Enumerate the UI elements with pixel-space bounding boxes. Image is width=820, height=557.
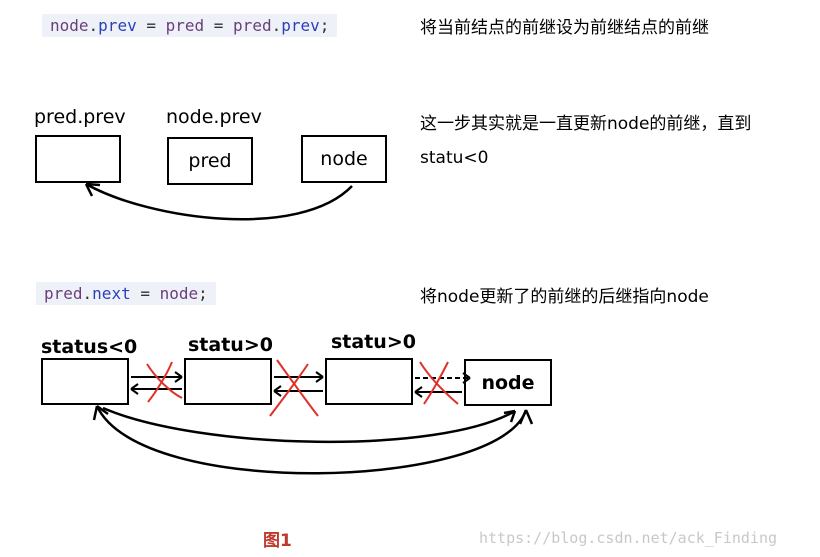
code-token: node xyxy=(50,16,89,35)
label-status-lt-0: status<0 xyxy=(41,336,138,358)
cross-2 xyxy=(269,359,319,417)
code-snippet-1: node.prev = pred = pred.prev; xyxy=(42,14,338,37)
note-2-line-2: statu<0 xyxy=(420,148,489,168)
code-token: . xyxy=(82,284,93,303)
curve-arrow-top xyxy=(85,182,353,221)
code-token: next xyxy=(92,284,131,303)
code-snippet-2: pred.next = node; xyxy=(36,282,216,305)
code-token: ; xyxy=(198,284,208,303)
note-3: 将node更新了的前继的后继指向node xyxy=(420,287,709,307)
code-token: = xyxy=(130,284,160,303)
label-statu-gt-0-a: statu>0 xyxy=(188,334,273,356)
box-statu-gt-0-b xyxy=(325,358,413,405)
code-token: prev xyxy=(281,16,320,35)
code-token: pred xyxy=(44,284,83,303)
note-1: 将当前结点的前继设为前继结点的前继 xyxy=(420,18,709,38)
code-token: prev xyxy=(98,16,137,35)
arrowhead-bottom-outer xyxy=(92,404,109,421)
box-status-lt-0 xyxy=(41,358,129,405)
code-token: ; xyxy=(319,16,330,35)
arrowhead-top xyxy=(84,182,101,197)
box-node-bottom: node xyxy=(464,359,552,406)
note-2-line-1: 这一步其实就是一直更新node的前继，直到 xyxy=(420,114,752,134)
code-token: node xyxy=(159,284,199,303)
code-token: . xyxy=(88,16,99,35)
curve-arrow-bottom-inner xyxy=(102,406,516,444)
arrowhead-bottom-inner xyxy=(503,409,517,423)
code-token: pred xyxy=(233,16,272,35)
label-statu-gt-0-b: statu>0 xyxy=(331,331,416,353)
cross-1 xyxy=(146,361,183,403)
code-token: pred xyxy=(165,16,205,35)
box-pred-prev xyxy=(35,135,121,183)
link-pair-2 xyxy=(273,371,324,397)
curve-arrow-bottom-outer xyxy=(95,405,528,475)
figure-caption: 图1 xyxy=(263,531,292,551)
label-pred-prev: pred.prev xyxy=(34,106,126,128)
code-token: . xyxy=(271,16,282,35)
watermark: https://blog.csdn.net/ack_Finding xyxy=(479,529,778,547)
box-pred: pred xyxy=(167,137,253,185)
box-node: node xyxy=(301,135,387,183)
code-token: = xyxy=(136,16,166,35)
label-node-prev: node.prev xyxy=(166,106,262,128)
cross-3 xyxy=(419,361,459,405)
code-token: = xyxy=(204,16,234,35)
box-statu-gt-0-a xyxy=(184,358,272,405)
arrowhead-bottom-outer-right xyxy=(518,409,534,425)
link-pair-3 xyxy=(414,372,471,398)
